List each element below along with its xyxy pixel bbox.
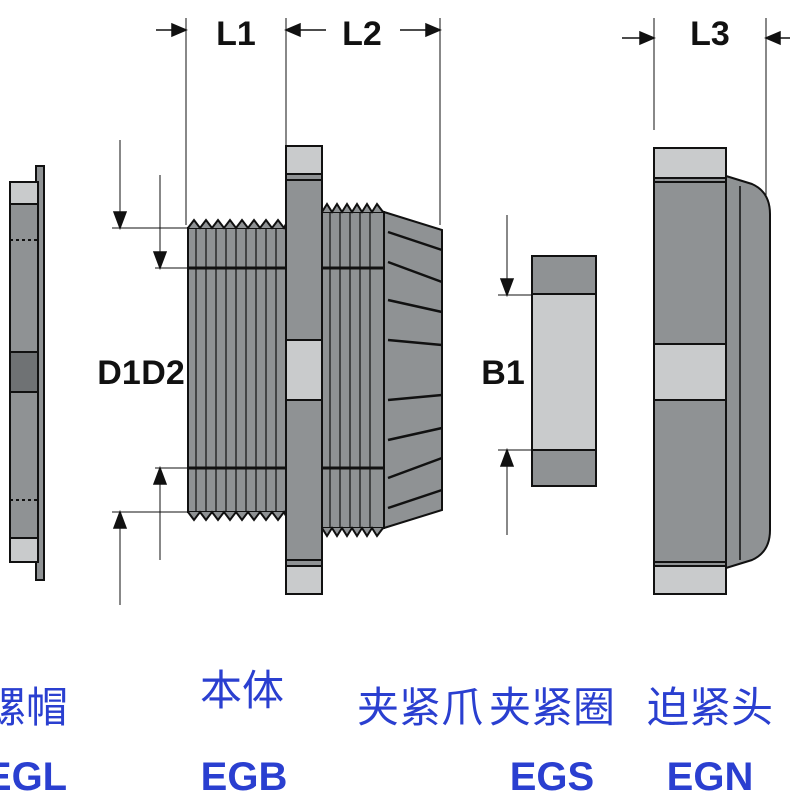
part-name-cap-nut: 迫紧头 [647, 683, 773, 732]
dimension-label-d1: D1 [97, 354, 140, 392]
dimension-label-b1: B1 [481, 354, 524, 392]
part-code-cap-nut: EGN [667, 755, 754, 799]
cap-nut-part [653, 147, 771, 595]
part-name-lock-nut: 螺帽 [0, 683, 68, 732]
dimension-label-l3: L3 [690, 15, 730, 53]
part-name-body: 本体 [200, 666, 284, 715]
dimension-label-l1: L1 [216, 15, 256, 53]
seal-ring-part [531, 255, 597, 487]
dimension-label-l2: L2 [342, 15, 382, 53]
gland-body-part [187, 145, 443, 595]
part-code-seal-ring: EGS [510, 755, 594, 799]
dimension-label-d2: D2 [141, 354, 184, 392]
part-code-lock-nut: EGL [0, 755, 67, 799]
lock-nut-part [9, 165, 45, 581]
part-name-clamping-fingers: 夹紧爪 [357, 683, 483, 732]
part-code-body: EGB [201, 755, 288, 799]
dimension-lines [112, 18, 790, 605]
part-name-seal-ring: 夹紧圈 [489, 683, 615, 732]
